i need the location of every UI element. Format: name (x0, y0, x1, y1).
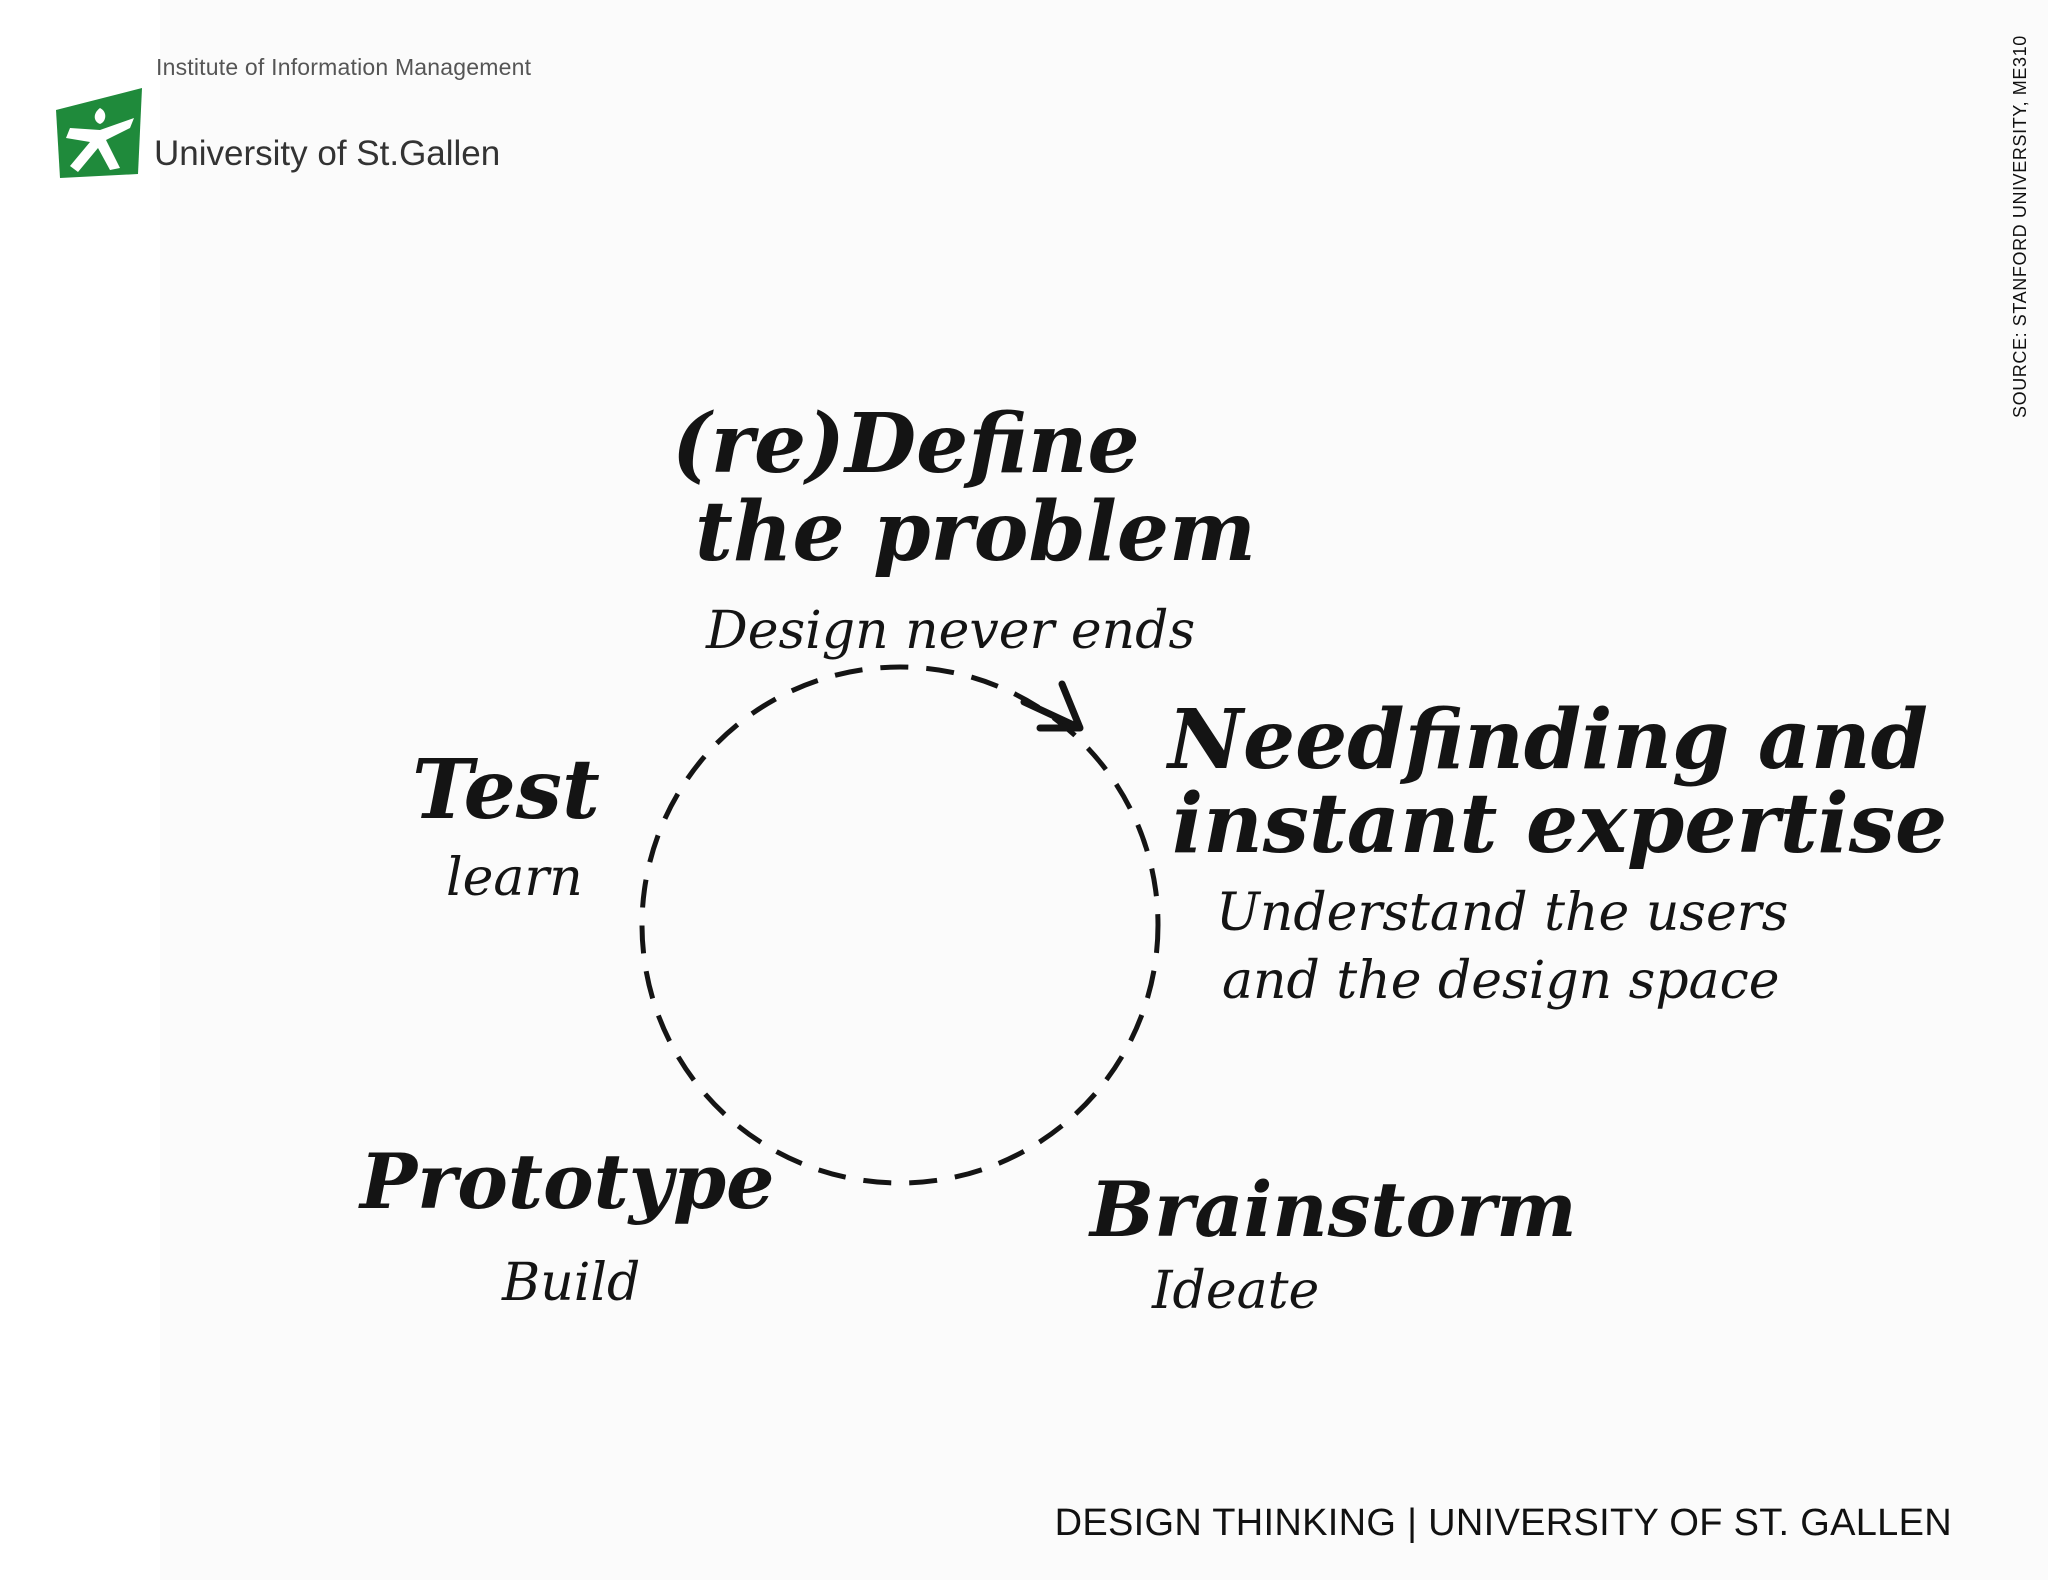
cycle-circle (639, 664, 1161, 1186)
st-gallen-logo-icon (56, 88, 142, 178)
define-title-line1: (re)Define (672, 396, 1140, 492)
logo-header: Institute of Information Management Univ… (56, 50, 556, 190)
needfinding-note-line2: and the design space (1222, 951, 1780, 1011)
slide-background (160, 0, 2048, 1580)
needfinding-title-line2: instant expertise (1172, 776, 1947, 872)
define-title-line2: the problem (695, 484, 1256, 580)
brainstorm-title: Brainstorm (1088, 1165, 1577, 1254)
define-note: Design never ends (705, 601, 1195, 661)
prototype-note: Build (501, 1253, 640, 1313)
cycle-arrow-icon (1020, 680, 1084, 732)
brainstorm-note: Ideate (1151, 1261, 1319, 1321)
test-title: Test (412, 742, 600, 838)
needfinding-note-line1: Understand the users (1216, 883, 1788, 943)
prototype-title: Prototype (358, 1137, 774, 1226)
test-note: learn (446, 848, 583, 908)
university-name: University of St.Gallen (154, 134, 501, 173)
footer-title: DESIGN THINKING | UNIVERSITY OF ST. GALL… (1054, 1502, 1952, 1544)
needfinding-title-line1: Needfinding and (1165, 692, 1928, 788)
institute-name: Institute of Information Management (156, 54, 532, 80)
